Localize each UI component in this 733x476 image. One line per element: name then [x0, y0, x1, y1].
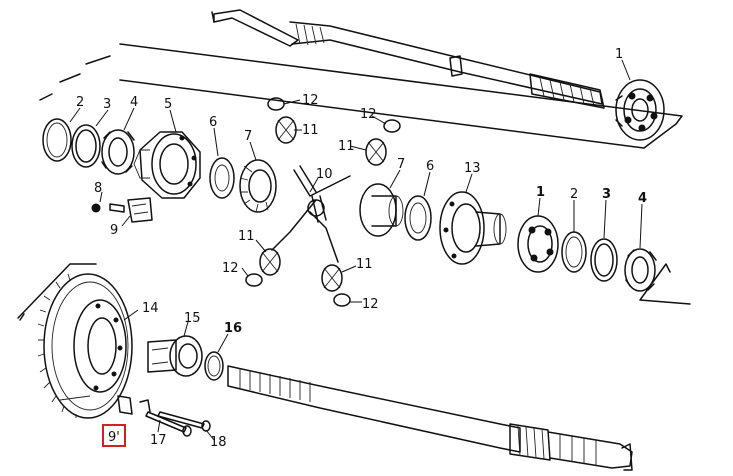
thrust-washer-6-right — [404, 195, 432, 241]
callout-1-right: 1 — [536, 185, 545, 200]
pinion-gear-11-upper-right — [365, 138, 387, 166]
callout-12-lower-right: 12 — [362, 297, 379, 312]
callout-12-lower-left: 12 — [222, 261, 239, 276]
snap-ring-2-right — [561, 231, 587, 273]
callout-7-left: 7 — [244, 129, 252, 144]
seal-ring-3-right — [590, 238, 618, 282]
pinion-gear-11-lower-left — [259, 248, 281, 276]
housing-outline-middle — [639, 263, 691, 305]
callout-8: 8 — [94, 181, 102, 196]
highlight-box — [102, 424, 126, 447]
callout-2-left: 2 — [76, 95, 84, 110]
coupling-flange-15 — [147, 335, 203, 377]
o-ring-16 — [204, 351, 224, 381]
callout-11-upper-right: 11 — [338, 139, 355, 154]
differential-case-5 — [133, 131, 201, 199]
castle-nut-4-right — [624, 248, 657, 292]
housing-outline-bottom — [17, 263, 97, 401]
pinion-gear-11-top — [275, 116, 297, 144]
leader-lines — [69, 59, 643, 441]
callout-10: 10 — [316, 167, 333, 182]
callout-15: 15 — [184, 311, 201, 326]
callout-13: 13 — [464, 161, 481, 176]
seal-ring-3-left — [71, 124, 101, 168]
callout-5: 5 — [164, 97, 172, 112]
bolt-8-and-lock-9 — [91, 197, 153, 223]
callout-7-right: 7 — [397, 157, 405, 172]
callout-14: 14 — [142, 301, 159, 316]
ring-gear-14 — [37, 273, 133, 419]
differential-case-13 — [439, 191, 507, 265]
callout-6-left: 6 — [209, 115, 217, 130]
washer-12-upper-right — [383, 119, 401, 133]
callout-4-left: 4 — [130, 95, 138, 110]
pinion-gear-11-lower-right — [321, 264, 343, 292]
side-gear-7-right — [359, 183, 404, 237]
callout-4-right: 4 — [638, 191, 647, 206]
callout-11-lower-left: 11 — [238, 229, 255, 244]
callout-18: 18 — [210, 435, 227, 450]
highlighted-callout-9-prime: 9' — [102, 424, 126, 447]
thrust-washer-6-left — [209, 157, 235, 199]
callout-17: 17 — [150, 433, 167, 448]
callout-3-right: 3 — [602, 187, 611, 202]
washer-12-lower-left — [245, 273, 263, 287]
callout-12-top: 12 — [302, 93, 319, 108]
castle-nut-4-left — [101, 129, 135, 175]
side-gear-7-left — [239, 159, 277, 213]
callout-9: 9 — [110, 223, 118, 238]
snap-ring-2-left — [42, 118, 72, 162]
callout-1-top: 1 — [615, 47, 623, 62]
lock-plate-9-prime — [117, 395, 151, 415]
bolt-18 — [157, 411, 211, 432]
callout-12-upper-right: 12 — [360, 107, 377, 122]
callout-11-top: 11 — [302, 123, 319, 138]
callout-11-lower-right: 11 — [356, 257, 373, 272]
callout-16: 16 — [224, 321, 242, 336]
callout-2-right: 2 — [570, 187, 578, 202]
bearing-1-right — [517, 215, 559, 273]
callout-6-right: 6 — [426, 159, 434, 174]
callout-9-prime: 9' — [108, 430, 120, 445]
differential-spider-10 — [271, 165, 351, 263]
bolt-17 — [145, 411, 192, 437]
top-axle-shaft — [211, 9, 605, 109]
callout-labels: 1 2 3 4 5 6 7 8 9 10 11 11 11 11 12 12 1… — [76, 47, 647, 450]
bottom-axle-shaft — [227, 365, 633, 471]
callout-3-left: 3 — [103, 97, 111, 112]
housing-outline-top — [39, 43, 683, 149]
washer-12-lower-right — [333, 293, 351, 307]
